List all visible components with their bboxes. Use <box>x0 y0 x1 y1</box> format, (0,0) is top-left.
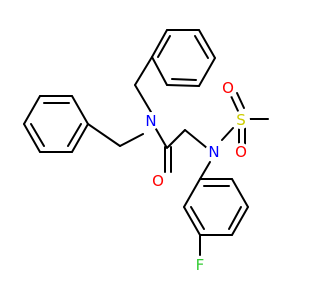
bond <box>134 56 153 86</box>
bond <box>231 206 249 236</box>
bond <box>166 84 200 87</box>
bond <box>23 123 41 153</box>
atom-n-amide: N <box>142 112 160 130</box>
atom-f: F <box>191 256 209 274</box>
molecule-structure: N O N S O O F <box>23 29 269 274</box>
bond <box>183 178 201 208</box>
atom-n-sulfonamide: N <box>205 143 223 161</box>
bond <box>71 95 89 125</box>
bond <box>194 35 209 59</box>
bond <box>151 56 168 86</box>
atom-o-sulfonyl-bottom: O <box>232 143 250 161</box>
bond <box>134 84 152 113</box>
bond <box>157 35 171 58</box>
bond <box>151 29 168 58</box>
atom-symbol: O <box>235 143 247 161</box>
bond <box>184 129 208 149</box>
bond <box>231 178 249 208</box>
bond <box>198 29 216 59</box>
bond <box>221 127 234 141</box>
bond <box>171 78 197 81</box>
bond <box>30 123 45 147</box>
atom-s: S <box>232 111 250 129</box>
bond <box>87 123 121 147</box>
bond <box>228 206 242 230</box>
bond <box>236 92 245 109</box>
atom-symbol: N <box>145 112 156 130</box>
bond <box>71 123 89 153</box>
bond <box>183 206 201 236</box>
atom-labels: N O N S O O F <box>142 79 250 274</box>
bond <box>67 123 82 147</box>
atom-symbol: N <box>208 143 219 161</box>
atom-symbol: O <box>152 172 164 190</box>
bonds <box>23 29 269 256</box>
bond <box>23 95 41 125</box>
atom-symbol: S <box>236 111 246 129</box>
atom-symbol: F <box>196 256 205 274</box>
atom-o-carbonyl: O <box>149 172 167 190</box>
bond <box>119 133 144 147</box>
atom-symbol: O <box>222 79 234 97</box>
bond <box>155 128 168 149</box>
bond <box>167 129 186 148</box>
bond <box>190 206 205 230</box>
atom-o-sulfonyl-top: O <box>219 79 237 97</box>
bond <box>199 161 211 180</box>
bond <box>230 95 239 112</box>
bond <box>198 57 216 87</box>
